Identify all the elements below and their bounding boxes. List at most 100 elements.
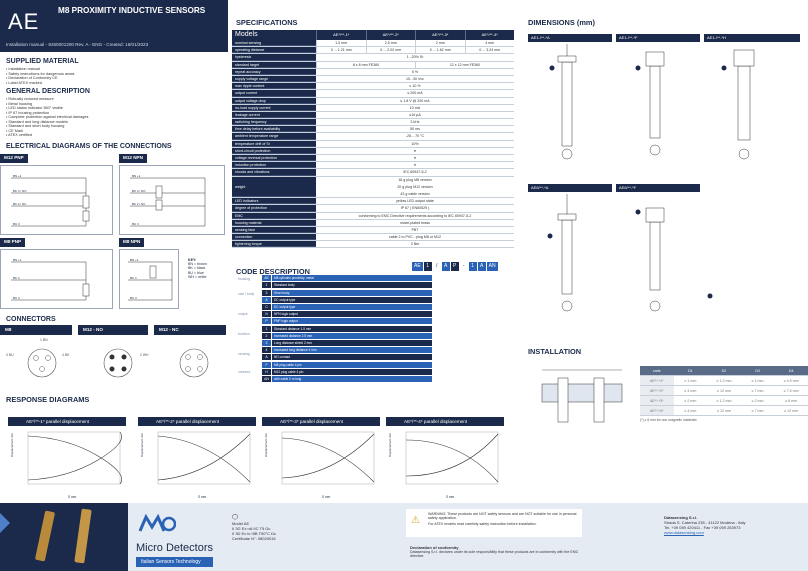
key-line: BK = black: [188, 266, 206, 271]
table-cell: ≥ 6 mm: [785, 399, 798, 403]
list-item: • Metal housing: [6, 101, 33, 106]
spec-label: LED indicators: [232, 198, 316, 205]
code-meaning: Standard body: [272, 282, 432, 289]
spec-value: 5 %: [411, 69, 419, 74]
code-chip: AN: [486, 262, 498, 271]
code-chips: AE 1 / A P - 1 A AN: [412, 262, 498, 271]
warning-icon: ⚠: [411, 515, 420, 526]
model-line: II 3G Ex nA IIC T5 Gc: [232, 526, 271, 531]
list-item: • Installation manual: [6, 67, 41, 71]
code-meaning: NO contact: [272, 354, 432, 361]
spec-value: ≤ 10 %: [409, 84, 421, 89]
x-axis-label: S mm: [322, 495, 331, 499]
spec-label: tightening torque: [232, 241, 316, 248]
list-item: • Robustly reduced measure: [6, 97, 54, 101]
spec-value: 1...20% Sr: [406, 55, 424, 60]
ex-icon: ⬡: [232, 514, 239, 521]
list-item: • CE Mark: [6, 128, 24, 133]
chart-plot: [281, 431, 375, 485]
pin-label: 4 BK: [62, 352, 70, 357]
spec-value: 10%: [411, 141, 419, 146]
spec-row: ambient temperature range-25....70 °C: [232, 133, 514, 141]
pin-label: 3 BU: [6, 352, 14, 357]
code-letter: AN: [262, 376, 271, 383]
spec-label: switching frequency: [232, 119, 316, 126]
header-banner: AE M8 PROXIMITY INDUCTIVE SENSORS Instal…: [0, 0, 228, 52]
chart-title: AE*/**-1* parallel displacement: [8, 417, 126, 426]
chart-title: AE*/**-2* parallel displacement: [138, 417, 256, 426]
models-label: Models: [232, 30, 316, 40]
company-address: Strada S. Caterina 235 - 41122 Modena - …: [664, 520, 746, 525]
code-chip: -: [462, 263, 465, 269]
spec-value: 0 ... 2.02 mm: [365, 47, 416, 54]
spec-label: housing material: [232, 219, 316, 226]
spec-label: repeat accuracy: [232, 68, 316, 75]
spec-value: 2 mm: [415, 40, 465, 47]
table-cell: ≥ 1 mm: [684, 379, 697, 383]
dimension-tab: AE6/**-*A: [528, 184, 612, 192]
code-letter: 4: [262, 347, 271, 354]
diagram-tab-m8-pnp: M8 PNP: [0, 237, 26, 247]
code-letter: A: [262, 354, 271, 361]
list-item: • Standard and short body housing: [6, 124, 65, 128]
code-letter: P: [262, 318, 271, 325]
code-letter: 3: [262, 340, 271, 347]
code-letter: 1: [262, 325, 271, 332]
wiring-svg: [130, 177, 206, 226]
spec-value: 2.5 mm: [365, 40, 416, 47]
company-block: Datasensing S.r.l. Strada S. Caterina 23…: [664, 515, 746, 535]
dimension-tab: AE6/**-*F: [616, 184, 700, 192]
list-item: • Declaration of Conformity CE: [6, 76, 58, 80]
code-letter: AE: [262, 275, 271, 282]
spec-value: IEC 60947-5-2: [403, 170, 427, 175]
x-axis-label: S mm: [198, 495, 207, 499]
x-axis-label: S mm: [446, 495, 455, 499]
spec-value: nickel-plated brass: [400, 220, 430, 225]
code-chip: A: [477, 262, 486, 271]
code-meaning: NPN logic output: [272, 311, 432, 318]
code-letter: 3: [262, 289, 271, 296]
brand-logo: [138, 513, 177, 532]
spec-value-line: 16 g plug M8 version: [398, 177, 432, 182]
table-row: AE**-*3* ≥ 2 mm ≥ 1.2 mm ≥ 2 mm ≥ 6 mm: [640, 396, 808, 406]
code-meaning: with cable 2 m long: [272, 376, 432, 383]
code-meaning: M12 plug cable 4 pin: [272, 368, 432, 375]
spec-label: short-circuit protection: [232, 147, 316, 154]
company-website-link[interactable]: www.datasensing.com: [664, 530, 704, 535]
wire-label: BN +1: [13, 257, 22, 262]
response-title: RESPONSE DIAGRAMS: [6, 395, 90, 404]
model-line: II 3D Ex tc IIIB T90°C Dc: [232, 531, 276, 536]
code-meaning: DC output type: [272, 304, 432, 311]
connectors-title: CONNECTORS: [6, 315, 56, 323]
spec-value: 3 Nm: [410, 242, 420, 247]
table-header-cell: D4: [774, 366, 808, 375]
table-cell: ≥ 4.5 mm: [783, 379, 799, 383]
left-column: AE M8 PROXIMITY INDUCTIVE SENSORS Instal…: [0, 0, 228, 387]
wire-label: BU 3: [13, 295, 20, 300]
code-meaning: Increased long distance 4 mm: [272, 347, 432, 354]
spec-value: ●: [413, 156, 417, 160]
spec-label: weight: [232, 176, 316, 198]
code-chip: 1: [423, 262, 432, 271]
table-cell: ≥ 12 mm: [717, 409, 731, 413]
installation-title: INSTALLATION: [528, 347, 582, 356]
spec-label: shocks and vibrations: [232, 169, 316, 176]
wire-label: BK 4 / NO: [132, 188, 146, 193]
key-line: BU = blue: [188, 270, 204, 275]
code-letter: 1: [262, 282, 271, 289]
spec-label: output current: [232, 90, 316, 97]
spec-label: ambient temperature range: [232, 133, 316, 140]
code-group-label: output: [238, 312, 248, 316]
x-axis-label: S mm: [68, 495, 77, 499]
code-meaning: M8 cylindric proximity, metal: [272, 275, 432, 282]
code-meaning: Standard distance 1.5 mm: [272, 325, 432, 332]
spec-row: output voltage drop≤ 1.8 V @ 200 mA: [232, 97, 514, 105]
